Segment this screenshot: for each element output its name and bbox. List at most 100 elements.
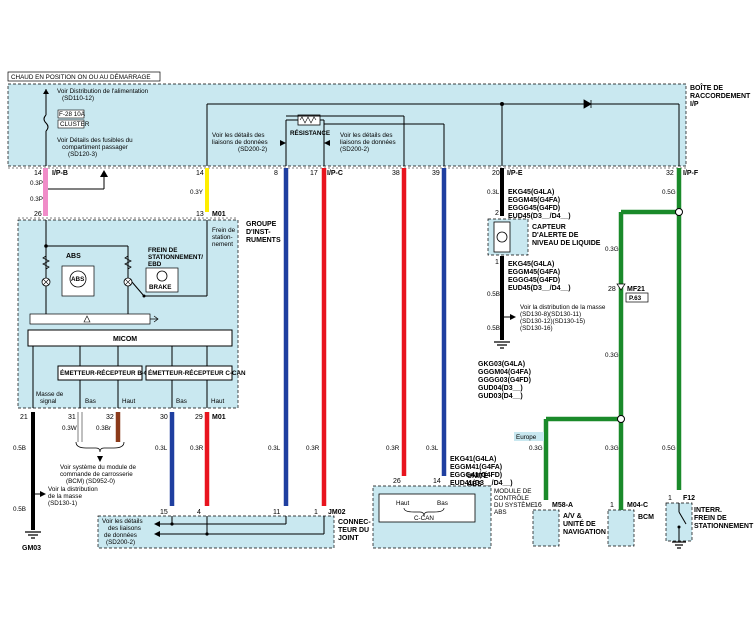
wire-03g-a: 0.3G (605, 246, 619, 253)
data-ref-right-3: (SD200-2) (340, 146, 369, 153)
joint-ref-arrow-2 (154, 531, 160, 537)
park-switch-ground (672, 541, 686, 549)
sensor-pin-2: 2 (495, 210, 499, 217)
power-ref-arrow (43, 89, 49, 94)
pin-26b: 26 (393, 478, 401, 485)
data-ref-left-2: liaisons de données (212, 139, 268, 146)
wire-03p-b: 0.3P (30, 196, 43, 203)
wire-05g-a: 0.5G (662, 189, 676, 196)
fuse-ref-line2: compartiment passager (62, 144, 128, 151)
sensor-title-1: CAPTEUR (532, 224, 566, 231)
wire-05g-b: 0.5G (662, 445, 676, 452)
ebd-to-brake (131, 281, 145, 297)
pin-21: 21 (20, 414, 28, 421)
wire-03g-b: 0.3G (605, 352, 619, 359)
pin-1c: 1 (610, 502, 614, 509)
wire-03br: 0.3Br (96, 425, 111, 432)
frein-label-2: station- (212, 234, 233, 241)
joint-ref-4: (SD200-2) (106, 539, 135, 546)
wire-03p-a: 0.3P (30, 180, 43, 187)
abs-unit-title-2: ABS (467, 481, 482, 488)
wire-03l-d: 0.3L (426, 445, 439, 452)
ccan-label: ÉMETTEUR-RÉCEPTEUR C-CAN (148, 368, 246, 377)
pin-39: 39 (432, 170, 440, 177)
sensor-code-top-2: EGGM45(G4FA) (508, 197, 560, 204)
joint-connector-box (97, 515, 335, 549)
europe-badge (514, 432, 544, 441)
signal-ground-1: Masse de (36, 391, 64, 398)
pin-14c: 14 (433, 478, 441, 485)
brake-icon (156, 270, 168, 282)
pin-32-ipf: 32 (666, 170, 674, 177)
sensor-ground-ref-3: (SD130-12)(SD130-15) (520, 318, 585, 325)
abs-icon-text: ABS (71, 276, 84, 283)
cluster-title-2: D'INST- (246, 229, 271, 236)
pin-11: 11 (273, 509, 280, 516)
bcm-label: BCM (638, 514, 654, 521)
pin-8: 8 (274, 170, 278, 177)
resistance-label: RÉSISTANCE (290, 128, 330, 137)
wire-05b-b: 0.5B (13, 445, 26, 452)
data-ref-left-arrow (280, 140, 286, 146)
wire-pink (43, 168, 48, 216)
sensor-code-bot-3: EGGG45(G4FD) (508, 277, 560, 284)
conn-mf21: MF21 (627, 286, 645, 293)
bcm-ref-2: commande de carrosserie (60, 471, 133, 478)
data-ref-right-1: Voir les détails des (340, 132, 393, 139)
joint-title-2: TEUR DU (338, 527, 369, 534)
cluster-title-1: GROUPE (246, 221, 277, 228)
wire-03l-b: 0.3L (155, 445, 168, 452)
europe-label: Europe (516, 434, 537, 441)
joint-dot-1 (170, 522, 174, 526)
sensor-code-bot-4: EUD45(D3__/D4__) (508, 285, 571, 292)
conn-jm02: JM02 (328, 509, 346, 516)
conn-m04c: M04-C (627, 502, 648, 509)
mf21-marker (616, 283, 626, 291)
data-ref-left-3: (SD200-2) (238, 146, 267, 153)
conn-ipf: I/P-F (683, 170, 699, 177)
diode-symbol (583, 99, 592, 109)
pin-32b: 32 (106, 414, 114, 421)
wire-03g-d: 0.3G (605, 445, 619, 452)
bcan-label: ÉMETTEUR-RÉCEPTEUR B-CAN (60, 368, 158, 377)
sensor-ground-symbol (494, 341, 510, 349)
park-switch-label-2: FREIN DE (694, 515, 727, 522)
joint-ref-2: des liaisons (108, 525, 141, 532)
bcan-haut: Haut (122, 398, 136, 405)
nav-label-1: A/V & (563, 513, 582, 520)
conn-ipc: I/P-C (327, 170, 343, 177)
pin-29: 29 (195, 414, 203, 421)
abs-unit-haut: Haut (396, 500, 410, 507)
pin-1d: 1 (668, 495, 672, 502)
resistance-zigzag (299, 116, 317, 124)
signal-ground-2: signal (40, 398, 56, 405)
sensor-ground-ref-4: (SD130-16) (520, 325, 553, 332)
sensor-code-top-1: EKG45(G4LA) (508, 189, 554, 196)
joint-dot-2 (205, 532, 209, 536)
ccan-transceiver (145, 365, 233, 381)
conn-ipb: I/P-B (52, 170, 68, 177)
abs-module-3: DU SYSTÈME (494, 500, 535, 509)
bus-junction-dot (500, 102, 504, 106)
nav-unit-box (532, 509, 560, 547)
cluster-junction (44, 244, 48, 248)
junction-box-title-2: RACCORDEMENT (690, 93, 751, 100)
abs-module-2: CONTRÔLE (494, 493, 529, 502)
micom-box (27, 329, 233, 347)
abs-unit-title-1: UNITÉ (467, 471, 488, 480)
cluster-title-3: RUMENTS (246, 237, 281, 244)
pin-16: 16 (534, 502, 542, 509)
fuse-ref-line1: Voir Détails des fusibles du (57, 137, 133, 144)
abs-code-2: EGGM41(G4FA) (450, 464, 502, 471)
brake-text: BRAKE (149, 284, 171, 291)
pin-20: 20 (492, 170, 500, 177)
wire-03l-a: 0.3L (487, 189, 500, 196)
sensor-ground-code-4: GUD04(D3__) (478, 385, 523, 392)
green-junction-top (675, 208, 683, 216)
abs-unit-inner (378, 493, 476, 523)
pin-38: 38 (392, 170, 400, 177)
abs-label: ABS (66, 253, 81, 260)
park-switch-label-1: INTERR. (694, 507, 722, 514)
ebd-lamp-cross (124, 278, 132, 286)
fuse-rating-box (57, 109, 85, 119)
